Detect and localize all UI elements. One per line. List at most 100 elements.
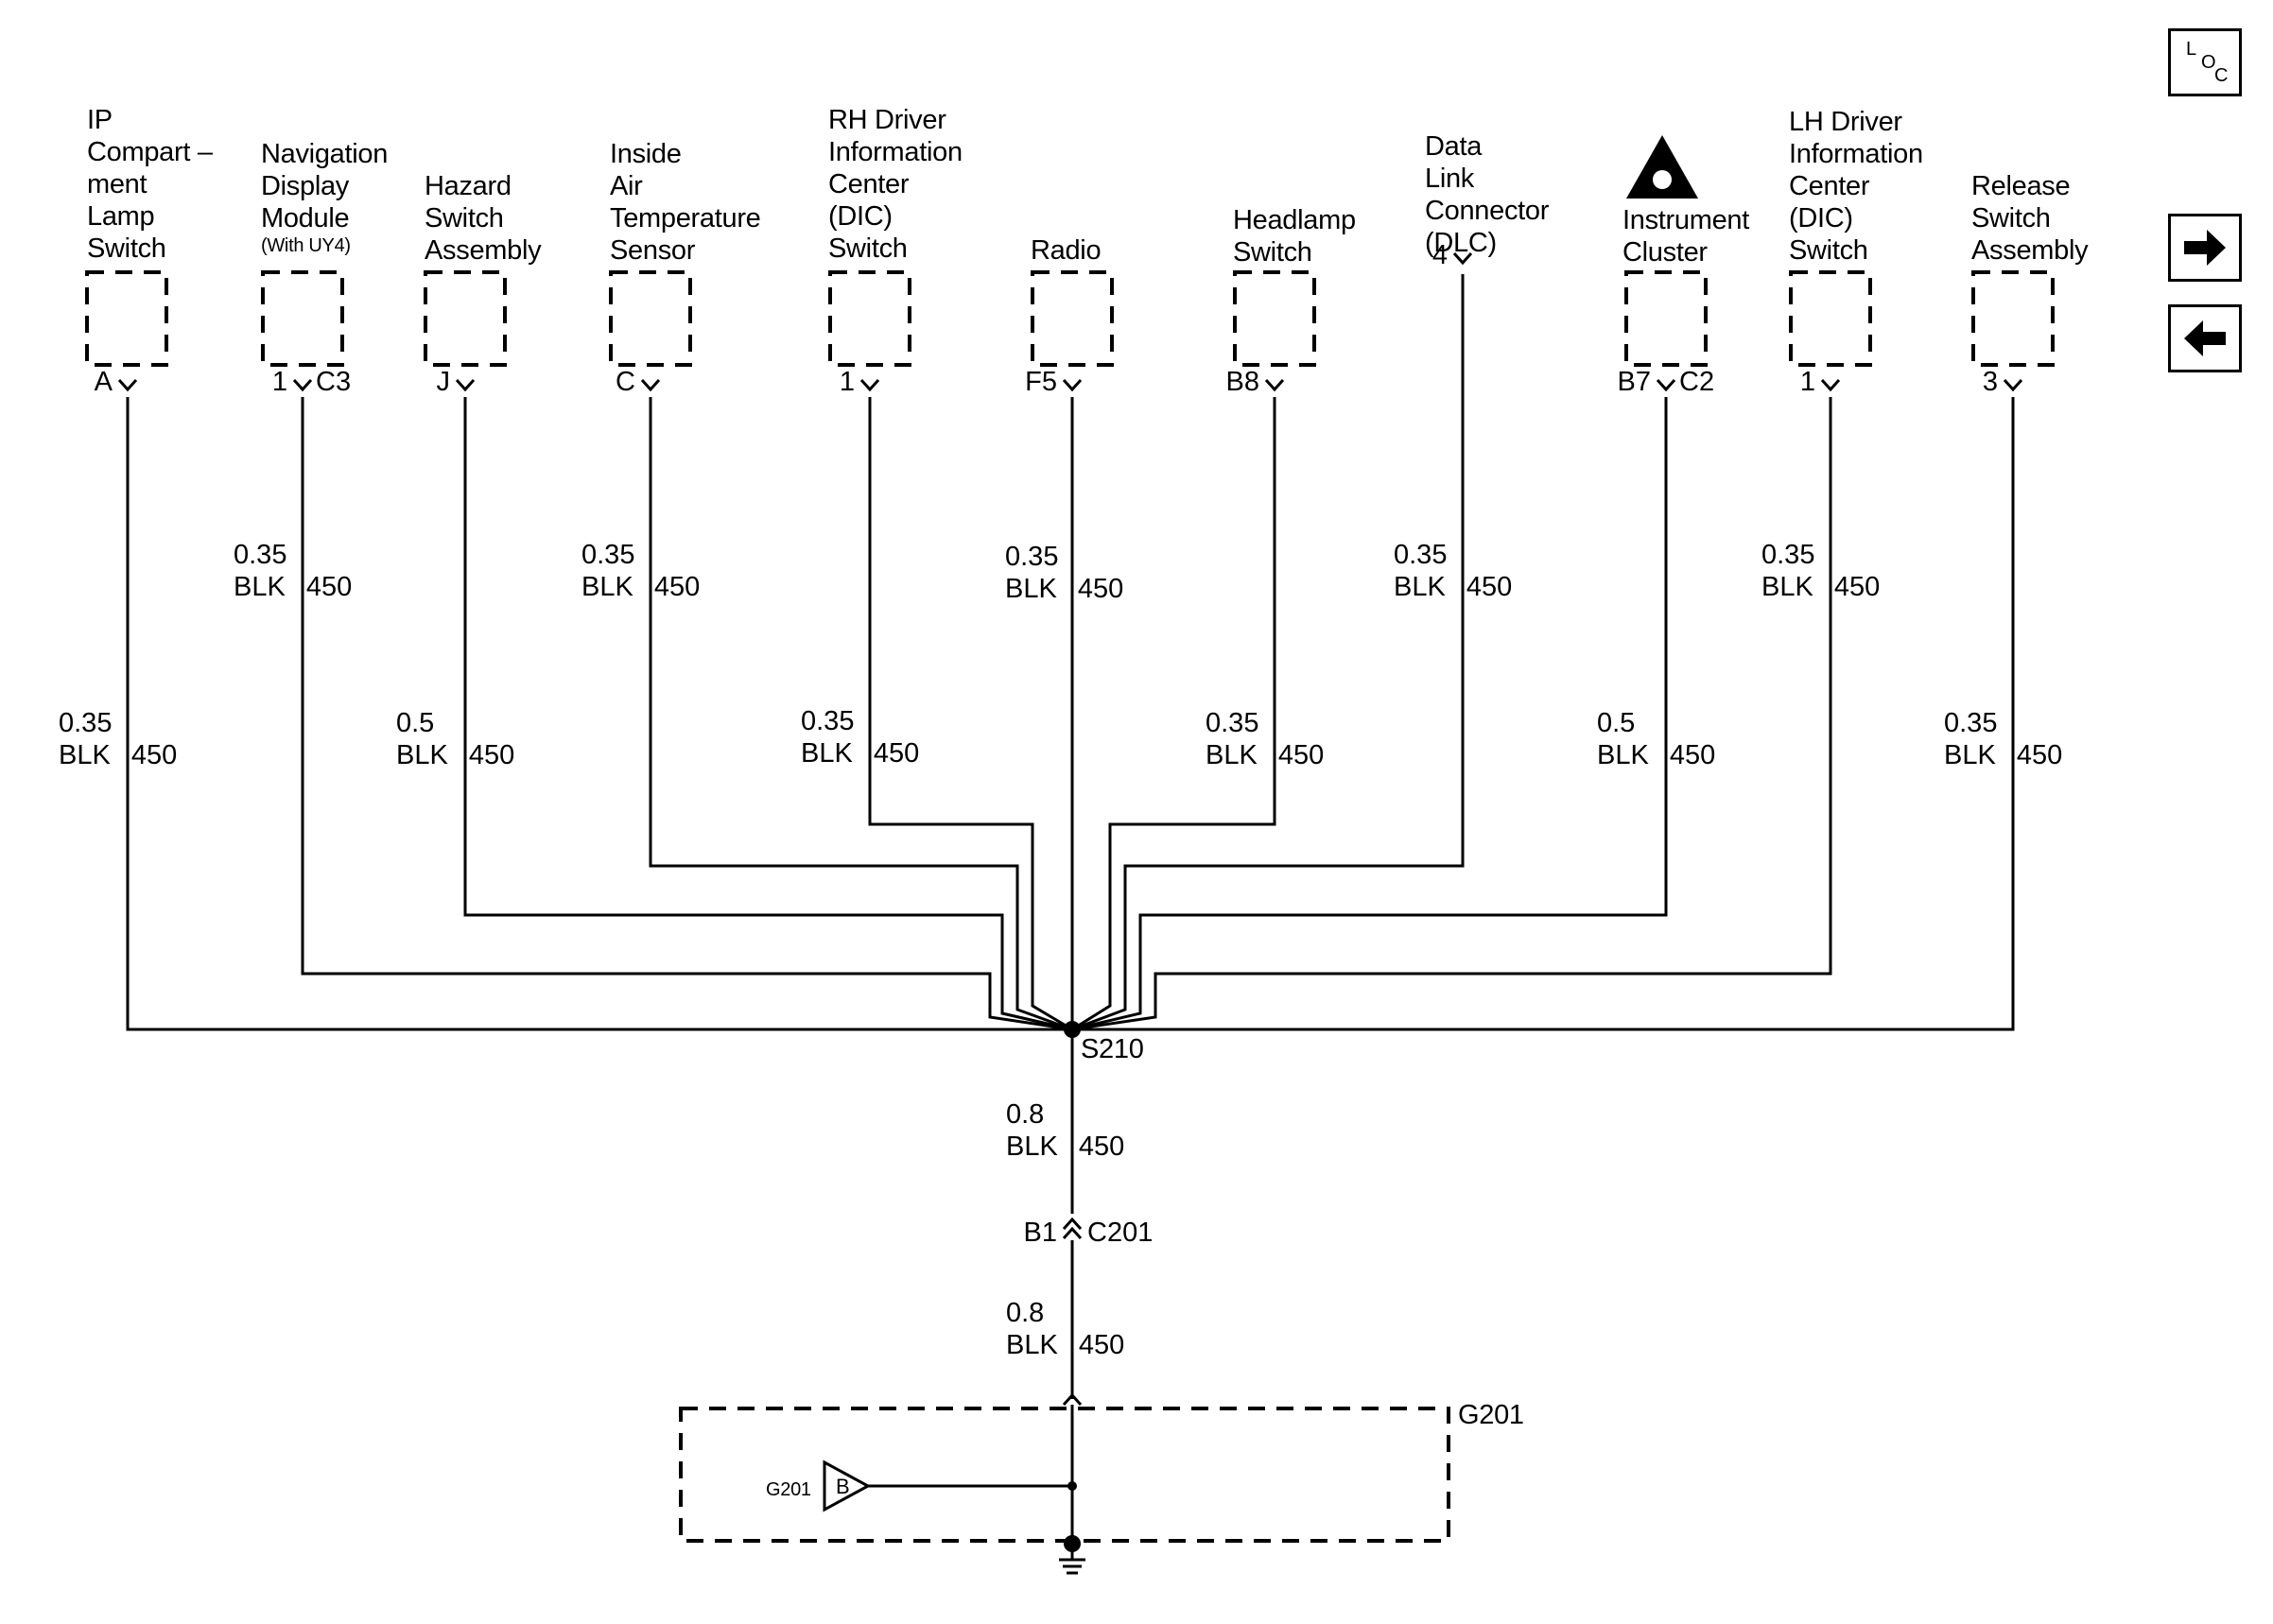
rhdic-pin-symbol	[859, 378, 880, 392]
rhdic-name-line: RH Driver	[828, 105, 946, 135]
lhdic-wire	[1071, 397, 1832, 1031]
hazard-name-line: Assembly	[425, 235, 542, 266]
dlc-name-line: Data	[1425, 131, 1483, 162]
previous-page-button[interactable]	[2168, 304, 2242, 372]
radio-name-line: Radio	[1031, 235, 1102, 266]
lhdic-pin-left: 1	[1799, 367, 1815, 397]
headlamp-name-line: Headlamp	[1233, 205, 1356, 235]
iat-name-line: Sensor	[610, 235, 696, 266]
ic-pin-left: B7	[1617, 367, 1651, 397]
ip-component-box	[85, 270, 168, 367]
trunk-lower-circuit: 450	[1078, 1330, 1125, 1360]
wire-color: BLK	[1944, 740, 1996, 770]
rhdic-wire	[868, 397, 1073, 1031]
rhdic-name-line: (DIC)	[828, 201, 893, 232]
release-name-line: Switch	[1971, 203, 2051, 233]
ip-name-line: Compart –	[87, 137, 213, 167]
release-pin-left: 3	[1982, 367, 1998, 397]
location-icon-letter: L	[2186, 39, 2197, 60]
wire-gauge: 0.5	[396, 708, 435, 738]
iat-pin-left: C	[616, 367, 635, 397]
dlc-name-line: Link	[1425, 164, 1474, 194]
trunk-upper-gauge: 0.8	[1006, 1099, 1045, 1130]
lhdic-name-line: Switch	[1789, 235, 1868, 266]
nav-name-line: Navigation	[261, 139, 389, 169]
rhdic-name-line: Center	[828, 169, 910, 199]
iat-name-line: Temperature	[610, 203, 761, 233]
iat-name-line: Inside	[610, 139, 682, 169]
wire-gauge: 0.35	[59, 708, 113, 738]
headlamp-wire	[1071, 397, 1276, 1031]
wire-circuit: 450	[468, 740, 515, 770]
ground-junction-dot	[1067, 1481, 1077, 1491]
rhdic-pin-left: 1	[839, 367, 855, 397]
nav-wire	[301, 397, 1073, 1031]
wire-color: BLK	[59, 740, 111, 770]
nav-pin-right: C3	[316, 367, 352, 397]
hazard-name-line: Hazard	[425, 171, 512, 201]
radio-pin-symbol	[1062, 378, 1083, 392]
right-arrow-icon	[2184, 230, 2226, 266]
wire-circuit: 450	[873, 738, 920, 769]
ip-name-line: Switch	[87, 233, 166, 264]
radio-name: Radio	[1031, 234, 1102, 267]
rhdic-name-line: Information	[828, 137, 963, 167]
iat-pin-symbol	[640, 378, 661, 392]
lhdic-pin-symbol	[1820, 378, 1841, 392]
headlamp-component-box	[1233, 270, 1316, 367]
headlamp-pin-left: B8	[1225, 367, 1259, 397]
wire-gauge: 0.35	[1394, 540, 1448, 570]
radio-component-box	[1031, 270, 1114, 367]
connector-c201-symbol-top	[1062, 1217, 1083, 1231]
headlamp-pin-symbol	[1264, 378, 1285, 392]
esd-hand-icon	[1653, 170, 1672, 189]
ground-splice-dot	[1064, 1535, 1081, 1552]
hazard-wire	[463, 397, 1073, 1031]
wire-color: BLK	[1761, 572, 1813, 602]
wire-color: BLK	[1005, 574, 1057, 604]
hazard-pin-symbol	[455, 378, 476, 392]
ip-pin-left: A	[94, 367, 113, 397]
left-arrow-icon	[2184, 320, 2226, 356]
ic-component-box	[1624, 270, 1708, 367]
iat-wire	[649, 397, 1073, 1031]
iat-component-box	[609, 270, 692, 367]
dlc-name-line: (DLC)	[1425, 228, 1497, 258]
wire-color: BLK	[581, 572, 633, 602]
wire-circuit: 450	[130, 740, 178, 770]
dlc-pin-symbol	[1452, 251, 1473, 266]
trunk-upper-circuit: 450	[1078, 1132, 1125, 1162]
iat-name-line: Air	[610, 171, 643, 201]
wire-circuit: 450	[1669, 740, 1716, 770]
rhdic-component-box	[828, 270, 911, 367]
wire-gauge: 0.35	[1761, 540, 1815, 570]
nav-name-line: Module	[261, 203, 350, 233]
hazard-pin-left: J	[436, 367, 451, 397]
location-icon-letter: O	[2201, 52, 2216, 73]
connector-pin-label: B1	[1023, 1218, 1057, 1248]
hazard-component-box	[424, 270, 507, 367]
ip-pin-symbol	[117, 378, 138, 392]
next-page-button[interactable]	[2168, 214, 2242, 282]
ic-pin-right: C2	[1679, 367, 1715, 397]
nav-pin-symbol	[292, 378, 313, 392]
nav-name-line: Display	[261, 171, 349, 201]
lhdic-component-box	[1789, 270, 1872, 367]
release-name-line: Assembly	[1971, 235, 2089, 266]
wire-color: BLK	[396, 740, 448, 770]
